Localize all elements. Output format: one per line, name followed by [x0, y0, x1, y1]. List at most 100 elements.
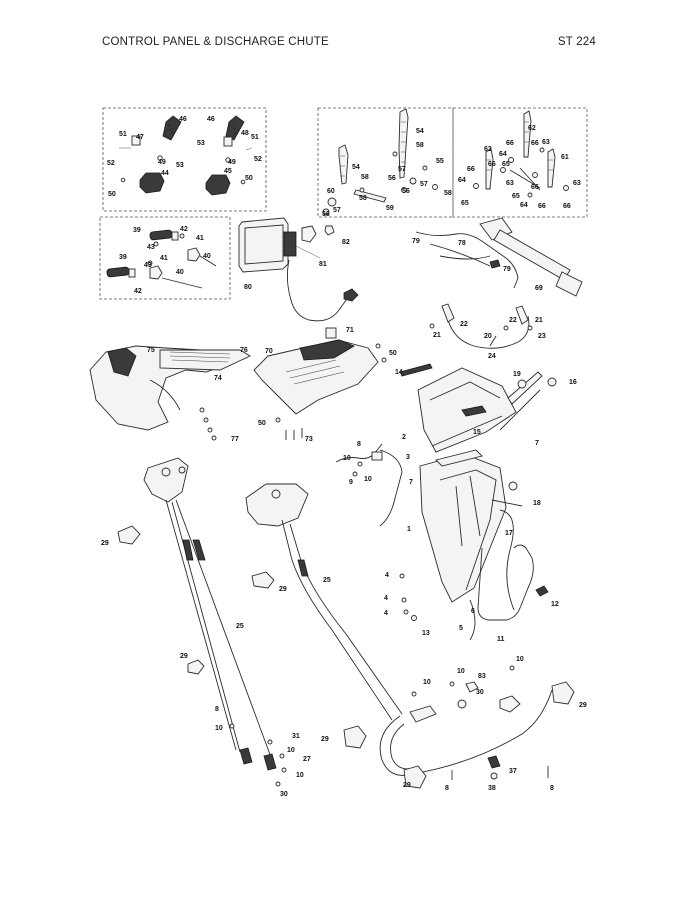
label-78: 78	[458, 240, 466, 247]
label-52: 52	[254, 156, 262, 163]
label-8: 8	[357, 441, 361, 448]
label-14: 14	[395, 369, 403, 376]
part-40-upper	[187, 247, 201, 262]
label-74: 74	[214, 375, 222, 382]
left-control-cables	[117, 457, 287, 787]
lever-19	[507, 371, 543, 405]
clip-29-d	[551, 681, 575, 705]
label-63: 63	[542, 139, 550, 146]
label-31: 31	[292, 733, 300, 740]
label-47: 47	[136, 134, 144, 141]
label-57: 57	[398, 166, 406, 173]
chute-1	[419, 453, 507, 603]
control-panel-70	[253, 339, 379, 415]
label-10: 10	[343, 455, 351, 462]
center-cable	[245, 483, 553, 776]
handle-housing-45	[205, 174, 231, 196]
part-15	[461, 405, 487, 417]
label-82: 82	[342, 239, 350, 246]
label-59: 59	[386, 205, 394, 212]
discharge-chute	[335, 363, 557, 641]
label-56: 56	[322, 211, 330, 218]
label-62: 62	[484, 146, 492, 153]
dash-panel-75	[107, 347, 137, 377]
model-code: ST 224	[557, 36, 596, 48]
bracket-81	[301, 225, 317, 243]
label-57: 57	[420, 181, 428, 188]
label-66: 66	[531, 140, 539, 147]
label-7: 7	[535, 440, 539, 447]
label-5: 5	[459, 625, 463, 632]
part-48	[223, 136, 233, 147]
label-41: 41	[160, 255, 168, 262]
handle-bracket-left	[143, 457, 189, 503]
part-47	[131, 135, 141, 146]
label-58: 58	[444, 190, 452, 197]
control-panel-covers	[89, 327, 387, 441]
bracket-lower-left	[409, 705, 437, 723]
label-22: 22	[460, 321, 468, 328]
label-50: 50	[389, 350, 397, 357]
label-29: 29	[321, 736, 329, 743]
label-54: 54	[352, 164, 360, 171]
label-51: 51	[119, 131, 127, 138]
label-6: 6	[471, 608, 475, 615]
label-56: 56	[388, 175, 396, 182]
lever-62-upper	[523, 110, 532, 158]
page-title: CONTROL PANEL & DISCHARGE CHUTE	[102, 36, 329, 48]
label-79: 79	[412, 238, 420, 245]
label-64: 64	[499, 151, 507, 158]
label-19: 19	[513, 371, 521, 378]
part-38	[490, 772, 498, 780]
handle-assembly-box	[102, 107, 267, 212]
part-40-lower	[149, 265, 163, 280]
label-25: 25	[323, 577, 331, 584]
group-boxes	[99, 107, 588, 300]
label-25: 25	[236, 623, 244, 630]
right-lever-box	[452, 107, 588, 218]
label-18: 18	[533, 500, 541, 507]
label-64: 64	[458, 177, 466, 184]
grip-39-lower	[106, 266, 130, 278]
clip-29-a	[117, 525, 141, 545]
label-46: 46	[179, 116, 187, 123]
label-8: 8	[445, 785, 449, 792]
part-83	[465, 681, 479, 693]
label-53: 53	[197, 140, 205, 147]
handle-housing-44	[139, 172, 165, 194]
lever-61	[547, 148, 556, 188]
label-41: 41	[196, 235, 204, 242]
knob-16	[547, 377, 557, 387]
label-48: 48	[241, 130, 249, 137]
part-12	[535, 585, 549, 597]
part-49-left	[157, 155, 163, 161]
label-79: 79	[503, 266, 511, 273]
label-66: 66	[467, 166, 475, 173]
label-24: 24	[488, 353, 496, 360]
label-17: 17	[505, 530, 513, 537]
label-62: 62	[528, 125, 536, 132]
label-55: 55	[436, 158, 444, 165]
clip-29-e	[343, 725, 367, 749]
top-cover-76	[159, 349, 251, 371]
label-54: 54	[416, 128, 424, 135]
grip-46-right	[225, 115, 245, 141]
label-63: 63	[506, 180, 514, 187]
label-42: 42	[134, 288, 142, 295]
label-83: 83	[478, 673, 486, 680]
display-mount	[283, 231, 297, 257]
wiring-harness	[415, 217, 583, 297]
part-8-cable-end	[371, 451, 383, 461]
label-7: 7	[409, 479, 413, 486]
grip-39-upper	[149, 229, 173, 241]
label-4: 4	[384, 610, 388, 617]
label-81: 81	[319, 261, 327, 268]
label-40: 40	[176, 269, 184, 276]
handle-assembly	[119, 115, 253, 196]
label-12: 12	[551, 601, 559, 608]
spring-14	[399, 363, 433, 377]
label-15: 15	[473, 429, 481, 436]
label-11: 11	[497, 636, 505, 643]
cable-assembly-20	[429, 303, 533, 349]
